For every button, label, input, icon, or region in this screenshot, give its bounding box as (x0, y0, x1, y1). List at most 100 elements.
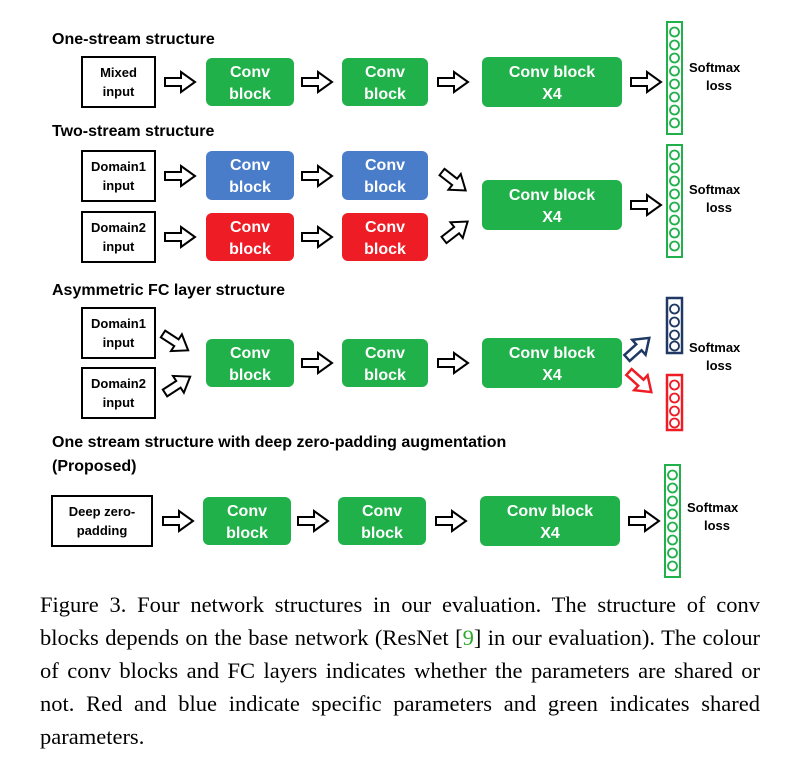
diagonal-arrow-icon (436, 212, 475, 249)
caption-suffix: ] in our evaluation). The colour of conv… (40, 625, 760, 749)
block-label-line2: block (364, 367, 406, 384)
diagonal-arrow-icon (156, 324, 195, 360)
arrow-icon (628, 510, 660, 532)
arrow-icon (164, 165, 196, 187)
conv-block-red: Conv block (206, 213, 294, 261)
input-box-domain2: Domain2 input (81, 367, 156, 419)
section-two-stream: Two-stream structure Domain1 input Conv … (52, 123, 741, 263)
loss-label-line2: loss (706, 78, 732, 93)
section-title-two-stream: Two-stream structure (52, 123, 215, 140)
conv-block-green: Conv block (203, 497, 291, 545)
section-title-proposed-line1: One stream structure with deep zero-padd… (52, 434, 506, 451)
block-label-line2: block (361, 525, 403, 542)
block-label-line1: Conv (230, 64, 270, 81)
arrow-icon (301, 71, 333, 93)
conv-block-x4-green: Conv block X4 (482, 180, 622, 230)
conv-block-red: Conv block (342, 213, 428, 261)
input-label-line2: input (103, 178, 135, 193)
section-title-proposed-line2: (Proposed) (52, 458, 136, 475)
block-label-line1: Conv (365, 345, 405, 362)
block-label-line2: block (229, 367, 271, 384)
input-label-line2: input (103, 335, 135, 350)
arrow-icon (301, 165, 333, 187)
block-label-line2: X4 (542, 86, 562, 103)
input-box-domain1: Domain1 input (81, 307, 156, 359)
block-label-line2: block (229, 241, 271, 258)
section-title-asymmetric-fc: Asymmetric FC layer structure (52, 282, 285, 299)
input-label-line2: input (103, 84, 135, 99)
block-label-line1: Conv block (509, 345, 595, 362)
input-label-line1: Deep zero- (69, 504, 135, 519)
block-label-line2: block (229, 179, 271, 196)
input-box-domain2: Domain2 input (81, 211, 156, 263)
block-label-line2: block (364, 241, 406, 258)
input-label-line1: Domain2 (91, 376, 146, 391)
figure-caption: Figure 3. Four network structures in our… (40, 588, 760, 753)
diagonal-arrow-icon (158, 367, 197, 403)
fc-layer-red (665, 373, 684, 432)
arrow-icon (437, 71, 469, 93)
conv-block-blue: Conv block (342, 151, 428, 200)
block-label-line1: Conv block (509, 187, 595, 204)
fc-layer-green (664, 464, 681, 578)
arrow-icon (435, 510, 467, 532)
input-box-mixed: Mixed input (81, 56, 156, 108)
caption-citation-link[interactable]: 9 (462, 625, 474, 650)
loss-label-line2: loss (706, 358, 732, 373)
block-label-line2: block (364, 179, 406, 196)
loss-label-line1: Softmax (689, 340, 741, 355)
input-label-line1: Domain1 (91, 159, 146, 174)
conv-block-green: Conv block (206, 58, 294, 106)
input-box-deep-zero-padding: Deep zero- padding (51, 495, 153, 547)
block-label-line1: Conv (230, 157, 270, 174)
block-label-line1: Conv (230, 345, 270, 362)
input-label-line2: input (103, 239, 135, 254)
arrow-icon (164, 226, 196, 248)
input-label-line1: Domain1 (91, 316, 146, 331)
block-label-line1: Conv (365, 157, 405, 174)
input-label-line2: padding (77, 523, 128, 538)
block-label-line1: Conv (365, 64, 405, 81)
block-label-line1: Conv (227, 503, 267, 520)
block-label-line2: block (364, 86, 406, 103)
block-label-line2: block (226, 525, 268, 542)
input-box-domain1: Domain1 input (81, 150, 156, 202)
block-label-line1: Conv (362, 503, 402, 520)
block-label-line1: Conv block (507, 503, 593, 520)
section-one-stream: One-stream structure Mixed input Conv bl… (52, 21, 741, 135)
diagonal-arrow-navy-icon (619, 329, 658, 367)
loss-label-line2: loss (706, 200, 732, 215)
block-label-line2: X4 (542, 209, 562, 226)
section-title-one-stream: One-stream structure (52, 31, 215, 48)
input-label-line1: Mixed (100, 65, 137, 80)
input-label-line1: Domain2 (91, 220, 146, 235)
network-structures-diagram: One-stream structure Mixed input Conv bl… (51, 21, 741, 578)
loss-label-line1: Softmax (689, 60, 741, 75)
block-label-line2: block (229, 86, 271, 103)
loss-label-line2: loss (704, 518, 730, 533)
section-asymmetric-fc: Asymmetric FC layer structure Domain1 in… (52, 282, 741, 432)
conv-block-green: Conv block (206, 339, 294, 387)
conv-block-green: Conv block (342, 339, 428, 387)
caption-prefix: Figure 3. Four network structures in our… (40, 592, 760, 650)
diagonal-arrow-red-icon (621, 363, 660, 401)
block-label-line2: X4 (540, 525, 560, 542)
arrow-icon (164, 71, 196, 93)
conv-block-x4-green: Conv block X4 (480, 496, 620, 546)
diagonal-arrow-icon (434, 163, 473, 200)
section-proposed: One stream structure with deep zero-padd… (51, 434, 739, 578)
arrow-icon (630, 71, 662, 93)
block-label-line2: X4 (542, 367, 562, 384)
fc-layer-navy (665, 296, 684, 355)
fc-layer-green (666, 144, 683, 258)
arrow-icon (162, 510, 194, 532)
arrow-icon (301, 352, 333, 374)
arrow-icon (630, 194, 662, 216)
loss-label-line1: Softmax (687, 500, 739, 515)
conv-block-green: Conv block (338, 497, 426, 545)
input-label-line2: input (103, 395, 135, 410)
conv-block-blue: Conv block (206, 151, 294, 200)
conv-block-x4-green: Conv block X4 (482, 57, 622, 107)
loss-label-line1: Softmax (689, 182, 741, 197)
fc-layer-green (666, 21, 683, 135)
